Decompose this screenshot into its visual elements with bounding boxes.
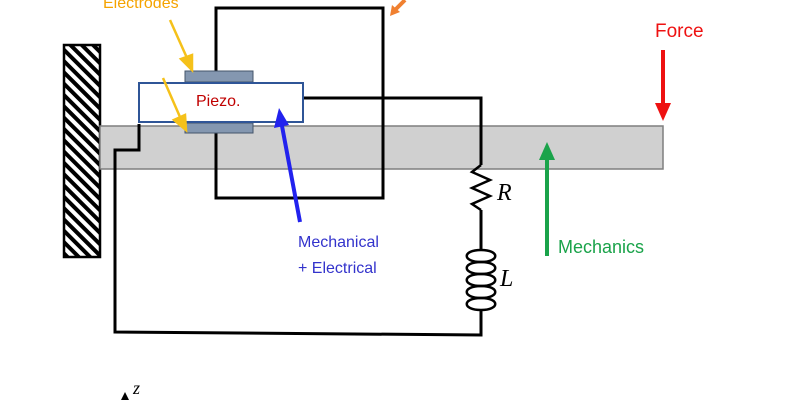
electrodes-label: Electrodes: [103, 0, 179, 12]
resistor-symbol: [468, 164, 494, 212]
mechanical-label: Mechanical: [298, 234, 379, 251]
z-axis-arrow: [121, 392, 129, 400]
circuit-wires: [113, 6, 483, 337]
electrode-bottom: [184, 122, 254, 134]
force-label: Force: [655, 21, 704, 42]
electrical-label: + Electrical: [298, 260, 377, 277]
piezo-label: Piezo.: [196, 93, 240, 110]
inductor-symbol: [465, 248, 497, 312]
inductor-label: L: [499, 266, 513, 292]
force-arrow: [655, 50, 671, 121]
z-axis-label: z: [132, 378, 140, 398]
mechanical-electrical-arrow: [274, 108, 302, 223]
mechanics-arrow: [539, 142, 555, 256]
mechanics-label: Mechanics: [558, 237, 644, 257]
orange-pointer-arrow: [390, 0, 407, 16]
fixed-wall: [62, 43, 102, 259]
electrodes-pointer-arrows: [161, 19, 194, 133]
electrode-top: [184, 70, 254, 83]
resistor-label: R: [496, 180, 512, 206]
piezo-element: [138, 82, 304, 123]
